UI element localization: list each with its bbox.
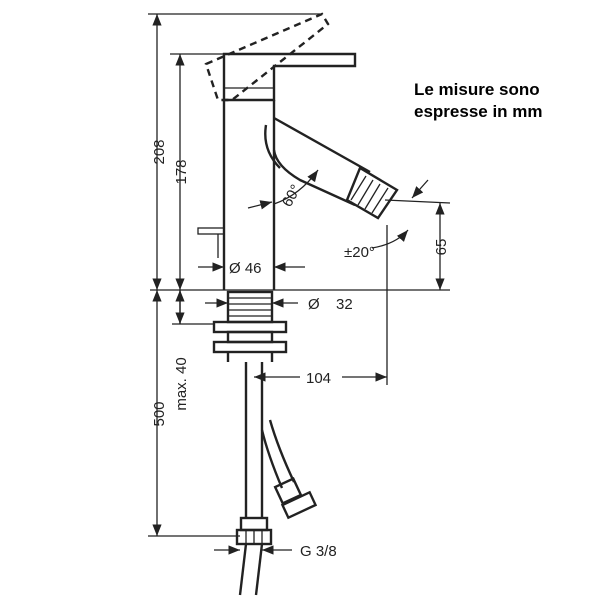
dim-label-diameter-symbol: Ø <box>308 296 320 313</box>
supply-hoses <box>235 362 318 596</box>
dim-label-65: 65 <box>433 239 450 256</box>
dimension-shank-diameter: Ø 32 <box>205 296 353 313</box>
pop-up-rod <box>197 227 225 258</box>
dimension-swivel-angle: ±20° <box>344 179 451 261</box>
dimension-max-thickness: max. 40 <box>172 290 214 411</box>
dimension-spout-height: 178 <box>170 53 224 290</box>
lever-open-position <box>204 12 330 102</box>
units-note-line-1: Le misure sono <box>414 80 540 99</box>
dimension-outlet-height: 65 <box>330 203 450 291</box>
lever-handle <box>222 52 357 102</box>
dimension-thread: G 3/8 <box>214 543 337 560</box>
dim-label-104: 104 <box>306 370 331 387</box>
dim-label-max-40: max. 40 <box>173 357 190 410</box>
mounting-shank <box>226 290 274 324</box>
dim-label-208: 208 <box>151 139 168 164</box>
units-note-line-2: espresse in mm <box>414 102 543 121</box>
dim-label-32: 32 <box>336 296 353 313</box>
dimension-body-diameter: Ø 46 <box>198 260 305 277</box>
fixing-nut <box>212 320 288 362</box>
spout <box>264 116 399 220</box>
dimension-overall-height: 208 <box>148 13 320 290</box>
dim-label-178: 178 <box>173 159 190 184</box>
dim-label-500: 500 <box>151 401 168 426</box>
dim-label-swivel-20: ±20° <box>344 244 375 261</box>
dimension-projection: 104 <box>254 225 388 387</box>
dimension-spout-angle: 60° <box>247 169 319 210</box>
dim-label-thread: G 3/8 <box>300 543 337 560</box>
dim-label-diameter-46: Ø 46 <box>229 260 262 277</box>
dimension-hose-length: 500 <box>148 290 240 537</box>
dim-label-angle-60: 60° <box>279 182 305 210</box>
